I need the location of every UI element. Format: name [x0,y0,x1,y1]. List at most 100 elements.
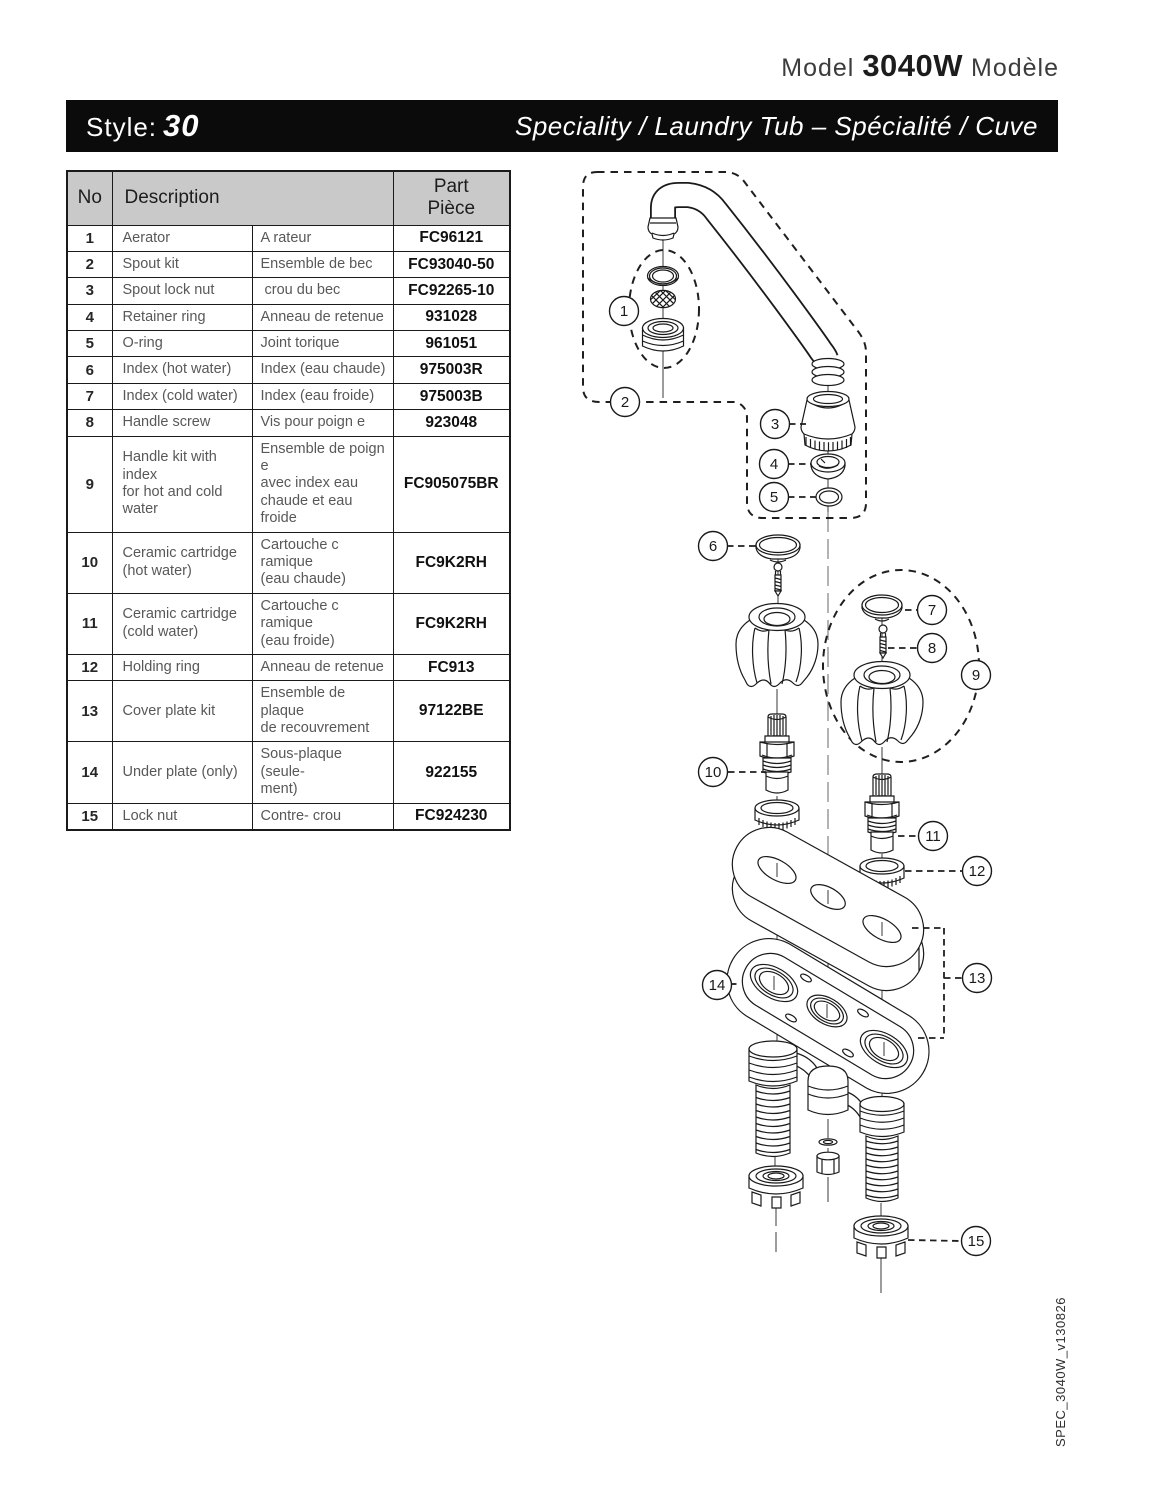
col-header-no: No [66,170,113,226]
callout-8: 8 [916,632,948,664]
callout-15: 15 [960,1225,992,1257]
cell-part: 923048 [392,409,511,437]
cell-fr: crou du bec [251,277,394,305]
cell-no: 4 [66,303,113,332]
cell-en: Under plate (only) [111,741,253,804]
cell-en: Retainer ring [111,303,253,332]
handle-screw-left [773,562,783,598]
svg-text:2: 2 [621,394,629,411]
model-label-en: Model [781,54,855,82]
cell-part: FC96121 [392,224,511,252]
svg-text:8: 8 [928,640,936,657]
cell-no: 9 [66,435,113,533]
cell-en: Ceramic cartridge (cold water) [111,592,253,655]
cell-fr: Sous-plaque (seule- ment) [251,741,394,804]
cell-fr: Ensemble de poign e avec index eau chaud… [251,435,394,533]
callout-10: 10 [697,756,729,788]
callout-leader-lines [727,423,963,1242]
cell-part: 975003B [392,382,511,411]
cell-no: 15 [66,802,113,831]
index-cold [861,594,903,622]
cell-part: FC93040-50 [392,250,511,279]
callout-3: 3 [759,408,791,440]
spout [647,182,845,387]
callout-2: 2 [609,386,641,418]
cell-part: 975003R [392,356,511,384]
cell-en: Aerator [111,224,253,252]
svg-text:15: 15 [968,1233,985,1250]
handle-hot [735,602,819,688]
cell-part: 931028 [392,303,511,332]
svg-text:5: 5 [770,489,778,506]
under-plate [726,938,930,1094]
cover-plate-kit-bracket [912,927,962,1039]
callout-1: 1 [608,295,640,327]
cell-fr: Anneau de retenue [251,653,394,682]
cell-no: 2 [66,250,113,279]
cell-en: Lock nut [111,802,253,831]
style-number: 30 [163,108,200,143]
parts-table-head: No Description Part Pièce [66,170,511,226]
cell-part: FC92265-10 [392,277,511,305]
cover-plate [731,826,925,992]
cell-no: 5 [66,330,113,358]
svg-text:14: 14 [709,977,726,994]
callout-5: 5 [758,481,790,513]
cell-en: Index (cold water) [111,382,253,411]
cell-part: FC905075BR [392,435,511,533]
style-bar: Style:30 Speciality / Laundry Tub – Spéc… [66,100,1058,152]
cell-fr: Cartouche c ramique (eau froide) [251,592,394,655]
col-header-description: Description [111,170,394,226]
cell-en: Handle screw [111,409,253,437]
spout-kit-outline [582,171,867,519]
aerator-parts [641,265,685,352]
o-ring [815,487,843,507]
callout-13: 13 [961,962,993,994]
cell-part: FC9K2RH [392,531,511,594]
callout-6: 6 [697,530,729,562]
cell-en: Ceramic cartridge (hot water) [111,531,253,594]
category-title: Speciality / Laundry Tub – Spécialité / … [514,110,1038,141]
cell-en: Spout lock nut [111,277,253,305]
cell-fr: Vis pour poign e [251,409,394,437]
lock-nut-left [748,1165,804,1209]
cell-no: 10 [66,531,113,594]
callout-7: 7 [916,594,948,626]
model-label-fr: Modèle [971,54,1059,82]
cell-en: Holding ring [111,653,253,682]
svg-text:12: 12 [969,863,986,880]
cell-fr: Joint torique [251,330,394,358]
cell-part: FC9K2RH [392,592,511,655]
svg-text:6: 6 [709,538,717,555]
cell-en: Handle kit with index for hot and cold w… [111,435,253,533]
index-hot [755,534,801,563]
cell-fr: Cartouche c ramique (eau chaude) [251,531,394,594]
cartridge-cold [864,773,900,854]
cell-no: 14 [66,741,113,804]
cell-part: 97122BE [392,680,511,743]
holding-ring-left [754,799,800,830]
callout-4: 4 [758,448,790,480]
cell-part: 922155 [392,741,511,804]
retainer-ring [810,453,846,480]
cell-no: 1 [66,224,113,252]
model-header: Model 3040W Modèle [781,48,1059,84]
callout-9: 9 [960,659,992,691]
cell-part: FC924230 [392,802,511,831]
cell-en: Index (hot water) [111,356,253,384]
cell-no: 6 [66,356,113,384]
doc-code: SPEC_3040W_v130826 [1053,1297,1068,1447]
style-label: Style:30 [86,108,200,143]
